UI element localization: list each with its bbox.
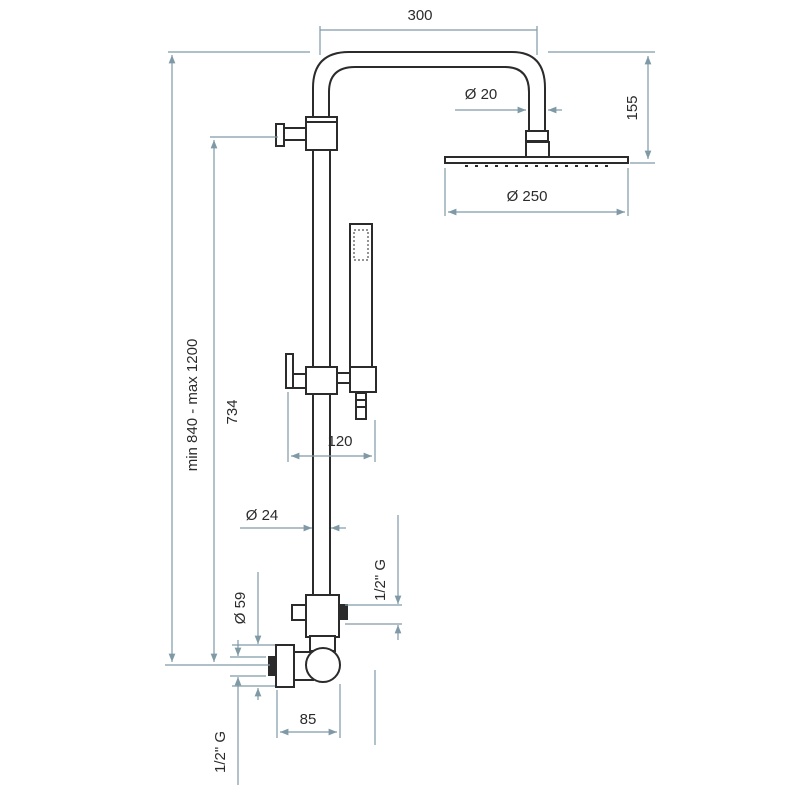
dim-head-diameter: Ø 250 (507, 188, 548, 205)
inlet-nut (268, 656, 276, 676)
dimension-labels: 300 155 Ø 20 Ø 250 min 840 - max 1200 73… (184, 7, 641, 773)
dim-outlet-thread: 1/2" G (372, 559, 389, 601)
hand-shower-nozzles (353, 229, 369, 261)
dim-holder-offset: 120 (327, 433, 352, 450)
holder-arm (336, 372, 352, 384)
diverter-body (305, 594, 340, 638)
hand-shower (349, 223, 373, 368)
dim-arm-diameter: Ø 20 (465, 86, 498, 103)
dim-total-height: min 840 - max 1200 (184, 339, 201, 472)
dimension-lines (165, 26, 655, 785)
dim-pipe-diameter: Ø 24 (246, 507, 279, 524)
dim-rail-height: 734 (224, 399, 241, 424)
hand-shower-holder (349, 366, 377, 393)
overhead-arm (312, 51, 546, 133)
dim-mixer-depth: 85 (300, 711, 317, 728)
head-nut (525, 141, 550, 158)
bracket-stem (283, 127, 307, 141)
bracket-knob (275, 123, 285, 147)
diverter-knob (291, 604, 307, 621)
dim-arm-width: 300 (407, 7, 432, 24)
mixer-body (305, 647, 341, 683)
dim-mixer-diameter: Ø 59 (232, 592, 249, 625)
diverter-outlet (339, 604, 348, 620)
mixer-handle (275, 644, 295, 688)
dim-head-height: 155 (624, 95, 641, 120)
shower-head (444, 156, 629, 164)
slider-block (305, 366, 338, 395)
arm-connector (525, 130, 549, 142)
dim-inlet-thread: 1/2" G (212, 731, 229, 773)
shower-column (268, 51, 629, 688)
